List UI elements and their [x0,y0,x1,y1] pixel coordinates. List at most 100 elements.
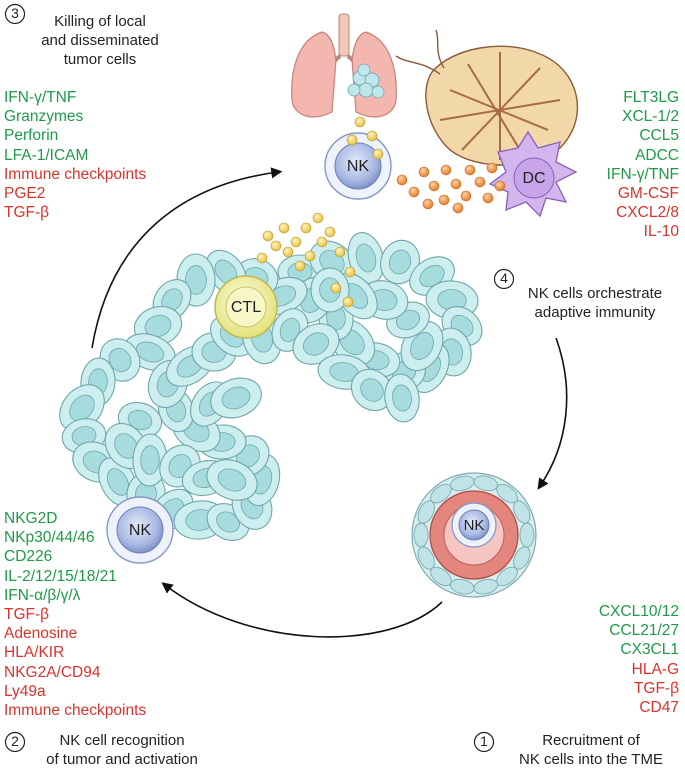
list-item: CD226 [4,548,53,566]
list-item: CXCL10/12 [598,603,679,620]
endothelial-cell [513,500,531,524]
list-item: XCL-1/2 [622,108,679,126]
tumor-mass [59,232,483,541]
cytokine-dot [464,164,476,176]
cytokine-dot [408,186,420,198]
step-4-title-line1: NK cells orchestrate [527,285,663,302]
cytokine-dot [344,266,356,278]
step-2-title: NK cell recognition of tumor and activat… [22,731,222,769]
list-item: IFN-γ/TNF [606,165,679,183]
step-3-title-line3: tumor cells [63,51,137,68]
list-item: Immune checkpoints [4,165,147,183]
list-item: Immune checkpoints [4,702,147,720]
list-item: NKp30/44/46 [4,529,95,547]
cytokine-dot [346,134,358,146]
list-item: NKG2D [4,510,58,527]
tumor-cell [292,323,340,365]
tumor-cell [347,232,385,284]
cytokine-dot [256,252,268,264]
recognition-factor-list: NKG2D NKp30/44/46 CD226 IL-2/12/15/18/21… [4,509,146,720]
step-3-badge [4,3,26,25]
list-item: GM-CSF [617,185,679,203]
step-2-title-line1: NK cell recognition [59,732,185,749]
cytokine-dot [300,222,312,234]
step-1-number: 1 [480,733,488,749]
cytokine-dot [262,230,274,242]
list-item: TGF-β [4,204,50,222]
cytokine-dot [316,236,328,248]
cytokine-dot [372,148,384,160]
cytokine-dot [460,190,472,202]
tumor-cell [205,249,247,295]
list-item: TGF-β [633,679,679,697]
step-2-badge [4,731,26,753]
cytokine-dot [440,164,452,176]
step-4-badge [493,268,515,290]
step-1-title: Recruitment of NK cells into the TME [500,731,682,769]
ctl-label: CTL [230,299,262,316]
lungs [291,13,397,118]
cytokine-dot [278,222,290,234]
cytokine-dot [474,176,486,188]
cytokine-dot [312,212,324,224]
cytokine-dot [330,282,342,294]
cytokine-dot [304,250,316,262]
cytokine-dot [422,198,434,210]
step-3-title: Killing of local and disseminated tumor … [20,12,180,69]
list-item: Ly49a [4,682,46,700]
step-1-badge [473,731,495,753]
tumor-cell [210,377,262,419]
list-item: HLA-G [631,660,679,678]
cytokine-dot [290,236,302,248]
tumor-cell [384,373,420,423]
blood-vessel [411,472,537,598]
nk-cell-left [106,496,174,564]
orchestrate-factor-list: FLT3LG XCL-1/2 CCL5 ADCC IFN-γ/TNF GM-CS… [607,88,679,242]
step-4-number: 4 [500,270,508,286]
cytokine-dot [334,246,346,258]
cytokine-dots-orange [396,162,506,214]
list-item: CCL5 [639,127,679,145]
list-item: HLA/KIR [4,644,65,662]
endothelial-cell [413,522,429,548]
step-2-number: 2 [11,733,19,749]
dc-label: DC [522,170,546,187]
list-item: IL-2/12/15/18/21 [4,567,117,585]
cycle-arrow-2-to-3 [91,167,283,349]
cytokine-dot [450,178,462,190]
list-item: CX3CL1 [620,641,679,659]
list-item: LFA-1/ICAM [4,146,89,164]
step-1-title-line1: Recruitment of [542,732,640,749]
step-1-title-line2: NK cells into the TME [519,751,663,768]
cytokine-dot [428,180,440,192]
step-3-title-line2: and disseminated [41,32,159,49]
list-item: IL-10 [643,223,679,241]
recruitment-factor-list: CXCL10/12 CCL21/27 CX3CL1 HLA-G TGF-β CD… [599,602,679,717]
list-item: CXCL2/8 [616,204,679,222]
step-4-title: NK cells orchestrate adaptive immunity [510,284,680,322]
cytokine-dots-yellow [256,116,384,308]
tumor-cell [350,368,394,412]
nk-left-label: NK [128,522,152,539]
list-item: IFN-γ/TNF [4,89,77,106]
cytokine-dot [396,174,408,186]
endothelial-cell [519,522,535,548]
list-item: Granzymes [4,108,84,126]
nk-top-label: NK [346,158,370,175]
lung-metastasis [347,63,385,99]
tumor-cell [132,433,168,487]
cytokine-dot [438,194,450,206]
cytokine-dot [494,180,506,192]
lymph-node [395,29,579,166]
cytokine-dot [294,260,306,272]
step-2-title-line2: of tumor and activation [46,751,198,768]
cytokine-dot [482,192,494,204]
list-item: Adenosine [4,625,78,643]
cytokine-dot [452,202,464,214]
list-item: FLT3LG [623,89,679,106]
tumor-cell [206,459,258,501]
cycle-arrow-1-to-2 [161,582,443,638]
cytokine-dot [354,116,366,128]
cytokine-dot [366,130,378,142]
